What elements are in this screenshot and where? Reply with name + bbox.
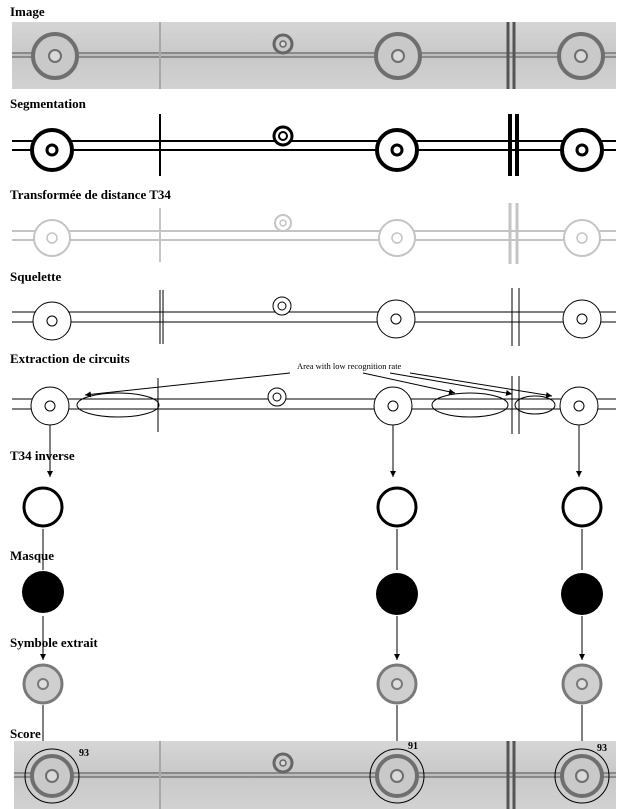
symbol-small [272,33,294,55]
low-rate-area-3 [514,395,556,415]
flow-arrows-1 [47,425,582,477]
symbol-3 [557,32,605,80]
section-label-symbol: Symbole extrait [10,635,98,650]
symbol-2 [374,32,422,80]
extraction-strip [12,372,616,434]
flow-lines-4 [40,705,585,748]
symbol-row [22,663,603,705]
section-label-inverse: T34 inverse [10,448,75,463]
distance-strip [12,203,616,264]
low-rate-area-2 [431,392,509,418]
score-ring-1 [24,748,80,804]
segmentation-strip [12,114,616,176]
flow-lines-3 [40,616,585,660]
score-value-2: 91 [408,741,418,752]
section-label-image: Image [10,4,45,19]
skeleton-strip [12,288,616,346]
mask-row [22,571,603,615]
score-ring-3 [554,748,610,804]
flow-lines-2 [42,529,583,570]
image-strip [12,22,616,89]
symbol-1 [31,32,79,80]
section-label-score: Score [10,726,41,741]
section-label-skeleton: Squelette [10,269,62,284]
score-strip [14,741,616,809]
section-label-segmentation: Segmentation [10,96,87,111]
inverse-row [22,486,603,528]
section-label-distance: Transformée de distance T34 [10,187,171,202]
section-label-extraction: Extraction de circuits [10,351,130,366]
score-value-1: 93 [79,748,89,759]
annotation-low-recognition: Area with low recognition rate [297,361,402,371]
score-value-3: 93 [597,743,607,754]
section-label-mask: Masque [10,548,54,563]
low-rate-area-1 [76,392,160,418]
score-ring-2 [369,748,425,804]
